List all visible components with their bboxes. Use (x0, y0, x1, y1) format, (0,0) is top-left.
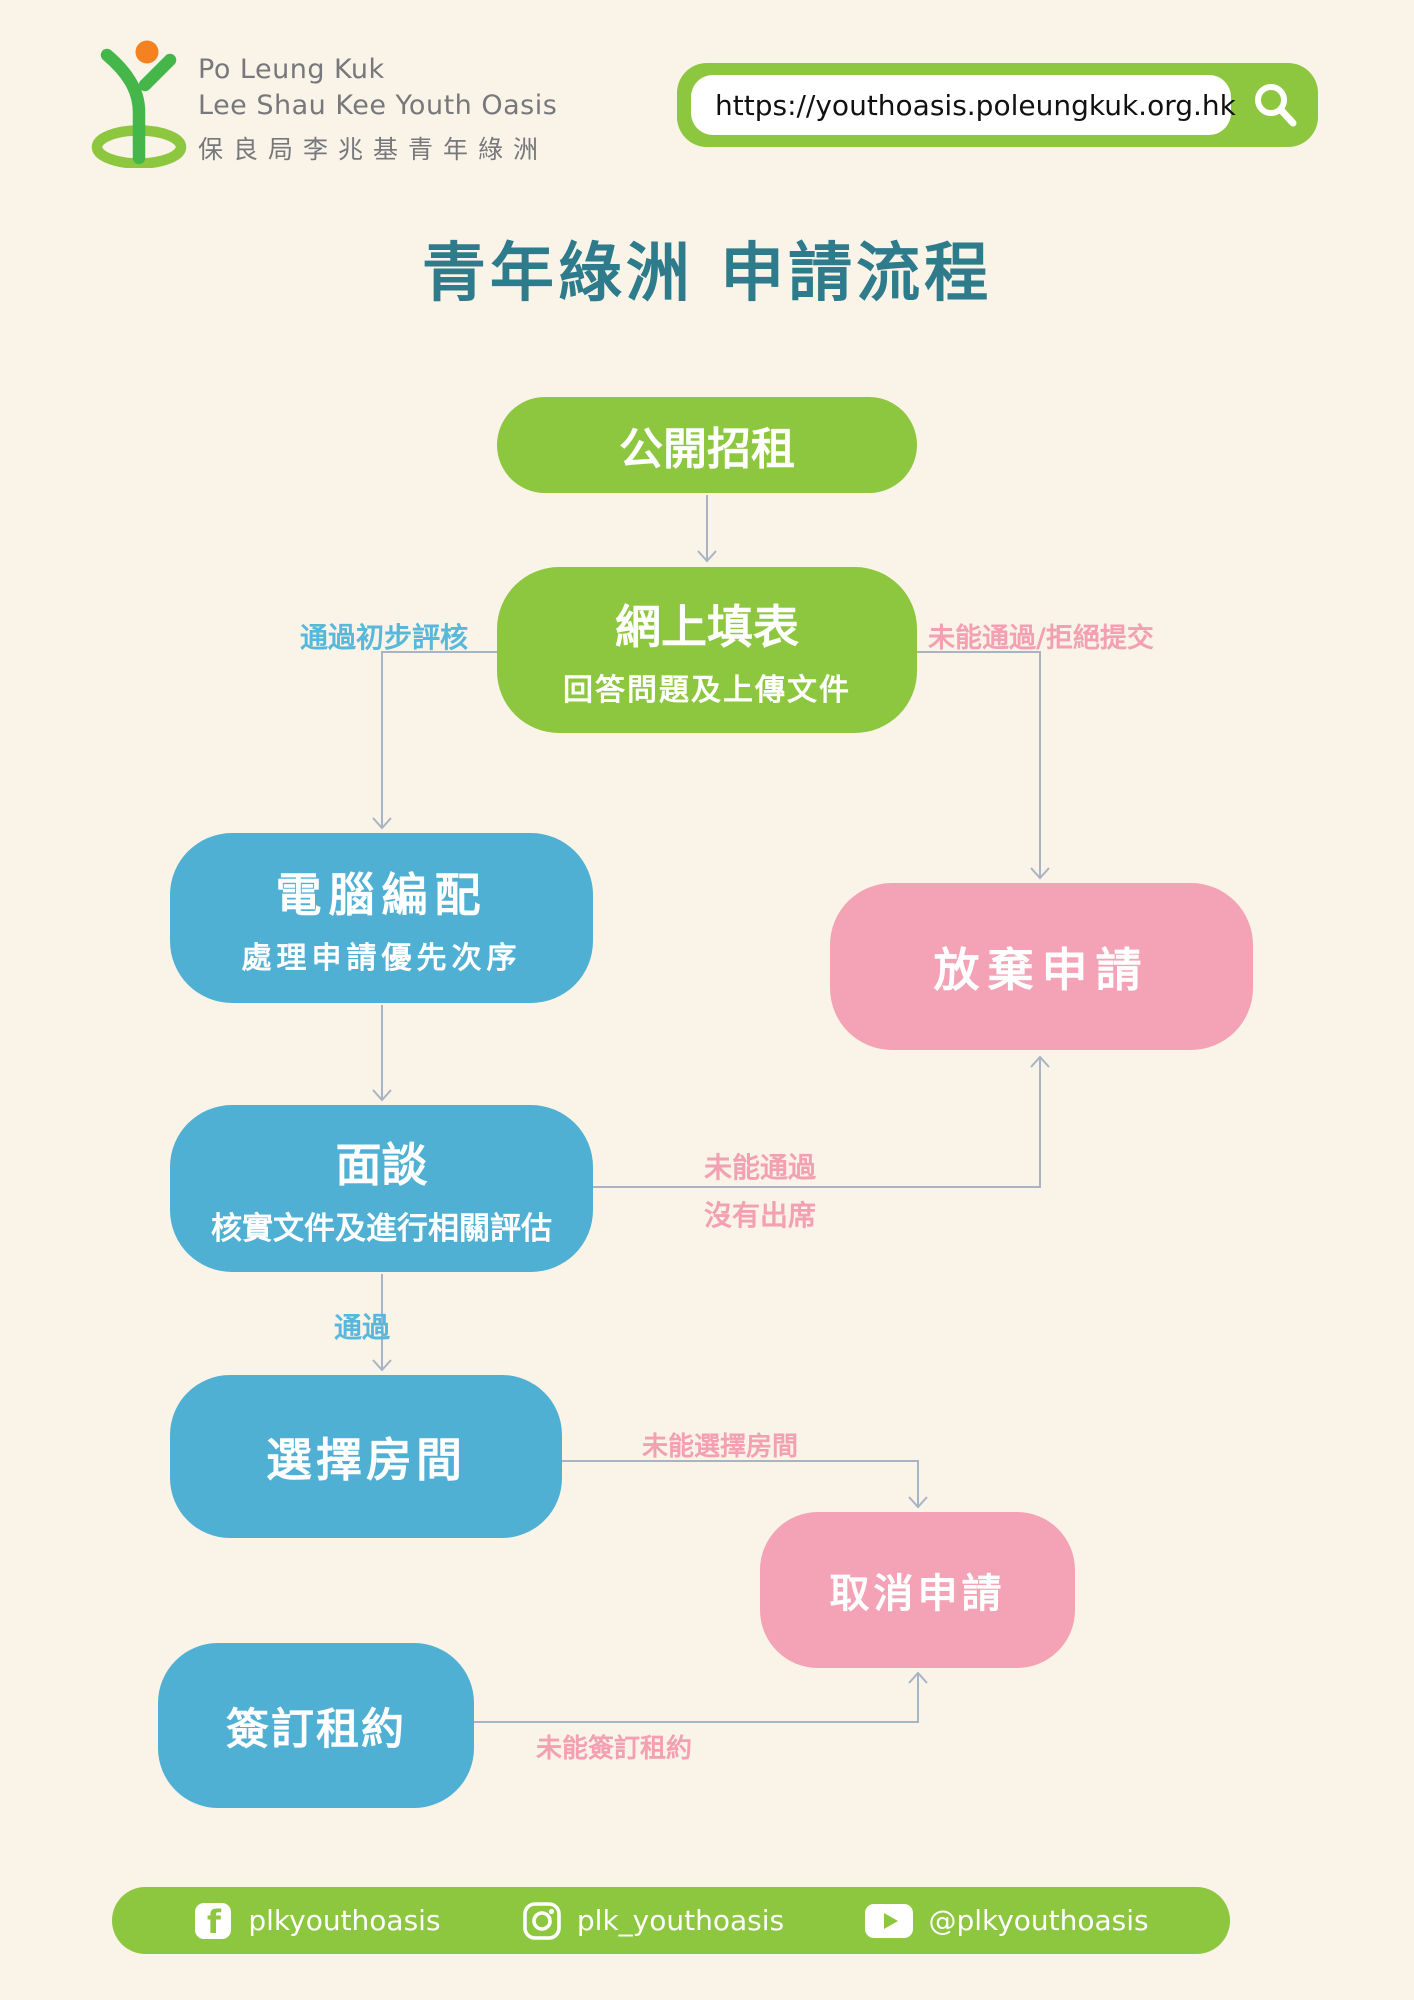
facebook-link[interactable]: f plkyouthoasis (193, 1901, 441, 1941)
svg-text:f: f (207, 1903, 222, 1941)
arrowhead-up-icon (908, 1671, 928, 1684)
instagram-icon (523, 1901, 561, 1940)
edge-label-fail-sign-lease: 未能簽訂租約 (536, 1734, 693, 1764)
arrowhead-down-icon (372, 817, 392, 830)
youth-oasis-logo-icon (91, 40, 187, 168)
arrowhead-up-icon (1030, 1055, 1050, 1068)
facebook-handle: plkyouthoasis (248, 1904, 441, 1937)
youtube-link[interactable]: @plkyouthoasis (865, 1903, 1149, 1939)
node-title: 選擇房間 (266, 1432, 466, 1487)
edge-label-pass-initial: 通過初步評核 (300, 621, 469, 654)
footer-social-bar: f plkyouthoasis plk_youthoasis @plkyouth… (112, 1887, 1230, 1954)
node-abandon-application: 放棄申請 (830, 883, 1253, 1050)
youtube-icon (865, 1903, 914, 1938)
node-title: 面談 (335, 1138, 428, 1192)
page-title: 青年綠洲 申請流程 (421, 237, 993, 311)
node-title: 取消申請 (829, 1571, 1006, 1617)
search-icon (1255, 84, 1297, 127)
node-title: 公開招租 (619, 424, 795, 475)
edge-label-fail-or-reject: 未能通過/拒絕提交 (928, 623, 1154, 654)
arrowhead-down-icon (1030, 867, 1050, 880)
node-online-form: 網上填表 回答問題及上傳文件 (497, 567, 917, 733)
edge-label-fail-interview: 未能通過 (704, 1151, 817, 1184)
edge-label-no-show: 沒有出席 (704, 1199, 817, 1232)
youtube-handle: @plkyouthoasis (928, 1904, 1149, 1937)
logo-right-arm (138, 53, 177, 92)
logo-body-left-arm (100, 48, 146, 165)
arrowhead-down-icon (372, 1359, 392, 1372)
url-input[interactable]: https://youthoasis.poleungkuk.org.hk (691, 75, 1236, 135)
edge-lease-to-cancel (474, 1674, 919, 1723)
browser-address-bar: https://youthoasis.poleungkuk.org.hk (677, 63, 1318, 147)
node-select-room: 選擇房間 (170, 1375, 562, 1538)
org-name-en-line2: Lee Shau Kee Youth Oasis (198, 90, 558, 121)
edge-form-to-abandon (917, 651, 1041, 877)
node-title: 電腦編配 (275, 868, 488, 922)
edge-interview-to-abandon (593, 1058, 1041, 1188)
edge-select-to-cancel (562, 1460, 919, 1506)
node-subtitle: 回答問題及上傳文件 (563, 673, 851, 708)
instagram-handle: plk_youthoasis (576, 1904, 785, 1937)
node-cancel-application: 取消申請 (760, 1512, 1075, 1668)
arrowhead-down-icon (908, 1496, 928, 1509)
node-computer-allocation: 電腦編配 處理申請優先次序 (170, 833, 593, 1003)
node-title: 放棄申請 (933, 942, 1150, 997)
org-name-block: Po Leung Kuk Lee Shau Kee Youth Oasis 保良… (198, 52, 557, 166)
node-title: 網上填表 (615, 600, 799, 654)
instagram-link[interactable]: plk_youthoasis (522, 1901, 784, 1941)
node-open-recruitment: 公開招租 (497, 397, 917, 493)
edge-label-pass: 通過 (334, 1311, 391, 1344)
node-title: 簽訂租約 (226, 1704, 406, 1755)
edge-label-fail-select-room: 未能選擇房間 (642, 1432, 799, 1462)
edge-form-to-allocation (381, 651, 497, 827)
org-name-en-line1: Po Leung Kuk (198, 54, 385, 85)
arrowhead-down-icon (372, 1089, 392, 1102)
node-subtitle: 處理申請優先次序 (241, 941, 522, 976)
search-button[interactable] (1250, 79, 1302, 131)
org-name-zh: 保良局李兆基青年綠洲 (198, 135, 549, 164)
node-interview: 面談 核實文件及進行相關評估 (170, 1105, 593, 1272)
node-sign-lease: 簽訂租約 (158, 1643, 474, 1808)
arrowhead-down-icon (697, 550, 717, 563)
node-subtitle: 核實文件及進行相關評估 (211, 1211, 552, 1247)
logo-head-dot (135, 40, 159, 64)
facebook-icon: f (195, 1902, 232, 1941)
